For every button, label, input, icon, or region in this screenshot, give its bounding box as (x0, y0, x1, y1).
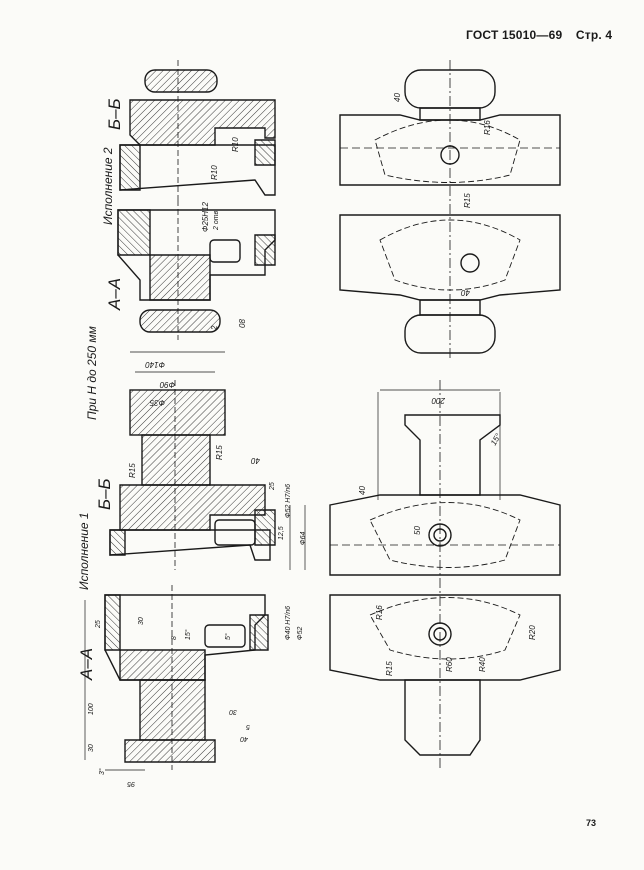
dim-15deg: 15° (184, 629, 192, 640)
dim-50: 50 (413, 526, 422, 535)
dim-15deg-right: 15° (489, 431, 503, 447)
page-header: ГОСТ 15010—69 Стр. 4 (466, 28, 622, 42)
dim-r16-right: R16 (483, 120, 492, 135)
label-variant-1: Исполнение 1 (77, 512, 91, 590)
dim-140: Ф140 (145, 360, 165, 369)
dim-r60: R60 (445, 657, 454, 672)
dim-r40: R40 (478, 657, 487, 672)
dim-12: 12,5 (278, 526, 285, 540)
label-section-aa-bottom: А–А (77, 648, 96, 681)
dim-40-right: 40 (393, 93, 402, 102)
section-aa-variant1 (104, 585, 269, 770)
dim-52: Ф52 H7/n6 (285, 484, 292, 518)
dim-2fit: 2 отв (213, 210, 220, 231)
dim-90: Ф90 (159, 380, 175, 389)
dim-35: Ф35 (149, 398, 165, 407)
label-variant-2: Исполнение 2 (101, 147, 115, 225)
dim-r15: R15 (215, 445, 224, 460)
dimension-texts: R10 R10 Ф25Н12 2 отв 2 08 Ф140 Ф90 Ф35 R… (88, 93, 537, 787)
page-number: 73 (586, 818, 597, 828)
dim-64: Ф64 (300, 532, 307, 545)
dim-100: 100 (88, 703, 95, 715)
dim-08: 08 (238, 319, 247, 328)
label-section-bb-top: Б–Б (105, 98, 124, 130)
dim-30: 30 (138, 617, 145, 625)
dim-52b: Ф52 (297, 627, 304, 640)
section-bb-variant2 (119, 60, 276, 200)
dim-5: 5 (246, 723, 250, 730)
dim-25b: 25 (95, 620, 102, 629)
label-note-h: При H до 250 мм (85, 326, 99, 420)
plan-view-bottom (329, 380, 561, 770)
dim-r15-right: R15 (463, 193, 472, 208)
dim-5deg: 5° (224, 633, 232, 640)
dim-r16-plan: R16 (375, 605, 384, 620)
dim-2: 2 (210, 325, 219, 331)
section-bb-variant1 (109, 380, 276, 570)
dim-r15-plan: R15 (385, 661, 394, 676)
dim-40c: 40 (240, 735, 248, 742)
dim-r15b: R15 (128, 463, 137, 478)
dim-r20: R20 (528, 625, 537, 640)
dim-r10: R10 (210, 165, 219, 180)
dim-8: 8 (171, 636, 178, 640)
page-indicator: Стр. 4 (575, 28, 613, 42)
label-section-aa-top: А–А (105, 278, 124, 311)
dim-40-plan: 40 (358, 486, 367, 495)
dimension-lines (84, 351, 501, 771)
standard-number: ГОСТ 15010—69 (466, 28, 563, 42)
dim-40b: Ф40 H7/n6 (285, 606, 292, 640)
dim-r10b: R10 (231, 137, 240, 152)
section-labels: Б–Б А–А Б–Б А–А (77, 98, 124, 681)
dim-3deg: 3° (98, 768, 106, 775)
dim-200: 200 (431, 396, 446, 405)
dim-25: 25 (269, 482, 276, 491)
variant-labels: Исполнение 2 При H до 250 мм Исполнение … (77, 147, 115, 590)
dim-40-right2: 40 (461, 288, 470, 297)
dim-d25h: Ф25Н12 (201, 202, 210, 232)
plan-view-top (339, 60, 561, 360)
section-aa-variant2 (117, 200, 276, 340)
dim-40: 40 (251, 456, 260, 465)
dim-95: 95 (127, 780, 135, 787)
label-section-bb-bottom: Б–Б (95, 478, 114, 510)
dim-30c: 30 (229, 708, 237, 715)
dim-30b: 30 (88, 744, 95, 752)
